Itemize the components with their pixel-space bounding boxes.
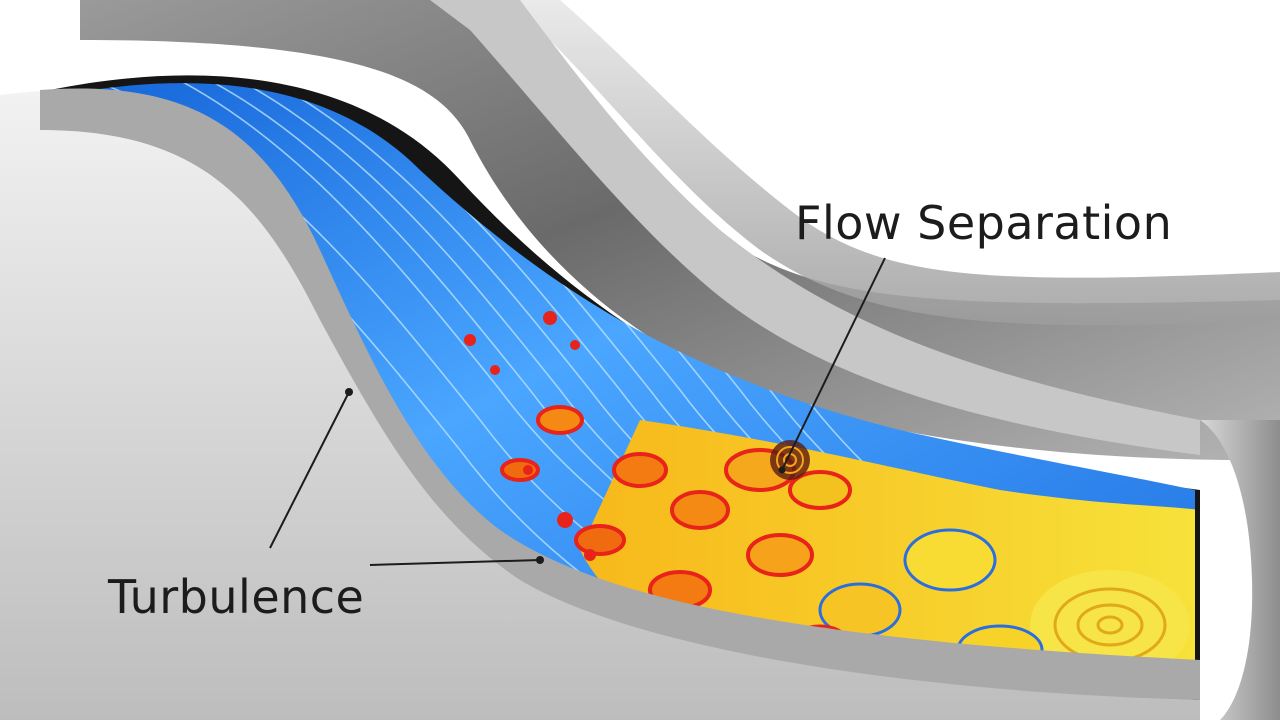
turbulence-label: Turbulence [108,570,365,624]
pipe-top-wall-section [430,0,1200,455]
flow-separation-label: Flow Separation [795,196,1173,250]
pipe-front-wall [0,89,1200,720]
eddy-droplets [464,311,596,561]
flow-separation-leader [781,257,886,471]
pipe-end-rim [1200,420,1280,720]
turbulence-leader-b [369,559,541,566]
turbulence-leader-a [269,391,350,549]
